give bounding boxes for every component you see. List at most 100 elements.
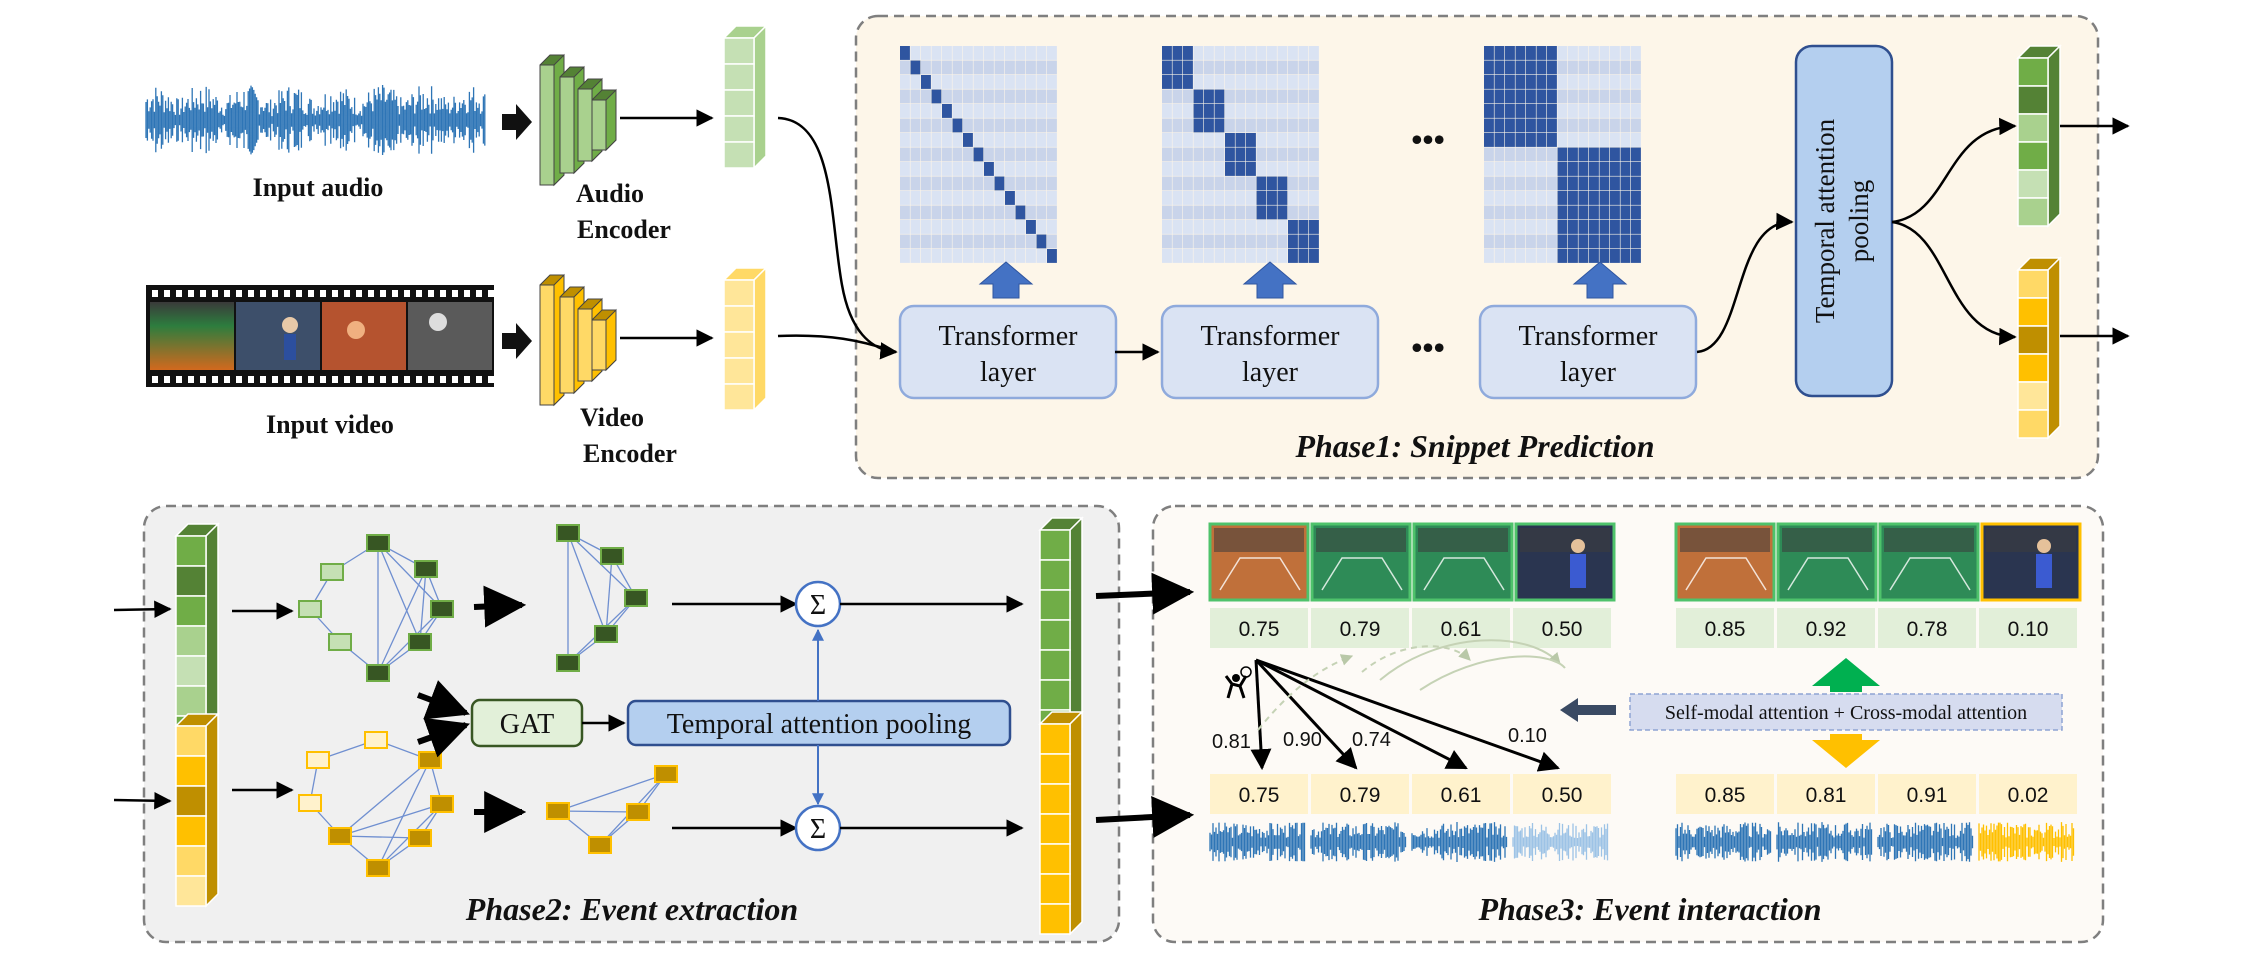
phase2-to-phase3-video-arrow [1095,796,1195,838]
right-video-score-value: 0.85 [1705,618,1746,641]
left-audio-score-value: 0.75 [1239,784,1280,807]
video-sum-symbol: Σ [810,814,826,845]
phase1-video-feature-column [722,266,768,412]
left-video-score-cell [1412,608,1510,648]
left-video-score-value: 0.75 [1239,618,1280,641]
video-graph-to-gat-arrow [416,717,470,758]
left-video-score-value: 0.61 [1441,618,1482,641]
right-audio-score-cell [1979,774,2077,814]
transformer-label: layer [1560,357,1617,388]
transformer-layer-2: Transformer layer [1160,304,1380,400]
matrix-up-arrow-1 [978,261,1034,299]
left-audio-wave-1 [1209,822,1306,862]
left-audio-score-cell [1412,774,1510,814]
phase2-video-output-column [1038,710,1084,936]
audio-graph-full [298,534,454,682]
attention-down-arrow [1812,734,1880,768]
attention-matrix-3 [1484,46,1641,263]
video-to-encoder-arrow [502,323,532,359]
phase1-audio-feature-column [722,24,768,170]
pooling-horizontal-label: Temporal attention pooling [667,709,971,740]
attention-up-arrow [1812,658,1880,692]
badminton-player-icon [1224,666,1252,699]
transformer-label: layer [980,357,1037,388]
attention-weight-4: 0.10 [1508,725,1547,747]
video-feature-to-transformer-curve [777,334,897,354]
gat-label: GAT [500,709,554,740]
pooling-to-video-curve [1891,220,2017,346]
pooling-vertical-label-2: pooling [1844,180,1874,263]
phase1-title: Phase1: Snippet Prediction [1294,428,1654,464]
left-audio-score-value: 0.61 [1441,784,1482,807]
right-video-score-cell [1777,608,1875,648]
right-audio-score-value: 0.85 [1705,784,1746,807]
phase2-video-input-column [174,712,220,908]
attention-weight-3: 0.74 [1352,729,1391,751]
right-audio-wave-3 [1877,822,1974,862]
pooling-to-audio-curve [1891,117,2017,224]
left-video-score-cell [1311,608,1409,648]
right-audio-score-value: 0.02 [2008,784,2049,807]
left-audio-score-cell [1513,774,1611,814]
phase2-audio-output-column [1038,516,1084,742]
transformer-label: Transformer [939,321,1079,352]
audio-to-encoder-arrow [502,104,532,140]
right-audio-wave-2 [1776,822,1873,862]
audio-waveform [145,85,486,155]
right-audio-wave-1 [1675,822,1772,862]
phase2-title: Phase2: Event extraction [465,891,798,927]
phase3-title: Phase3: Event interaction [1477,891,1821,927]
left-audio-wave-3 [1411,822,1508,862]
video-graph-pruned [546,765,678,854]
matrix-up-arrow-3 [1572,261,1628,299]
attention-box-left-arrow [1560,698,1616,722]
transformer-to-pooling-curve [1696,212,1794,354]
video-encoder-label-2: Encoder [583,439,677,468]
audio-graph-prune-arrow [473,585,527,628]
left-audio-score-cell [1210,774,1308,814]
pooling-vertical-label-1: Temporal attention [1810,118,1840,323]
attention-matrix-2 [1162,46,1319,263]
attention-matrix-1 [900,46,1057,263]
phase2-video-input-arrow [113,791,172,810]
phase2-audio-input-arrow [113,600,172,619]
transformer-label: layer [1242,357,1299,388]
phase1-video-output-column [2016,256,2062,440]
right-audio-wave-4 [1978,822,2075,862]
phase2-to-phase3-audio-arrow [1095,572,1195,615]
right-audio-score-value: 0.91 [1907,784,1948,807]
audio-encoder-label-1: Audio [576,179,644,208]
attention-box [1629,693,2063,731]
right-video-score-cell [1676,608,1774,648]
attention-box-label: Self-modal attention + Cross-modal atten… [1665,702,2027,724]
ellipsis-bottom: ••• [1411,329,1445,365]
input-video-label: Input video [266,410,394,439]
right-video-score-cell [1979,608,2077,648]
right-audio-score-cell [1777,774,1875,814]
attention-weight-1: 0.81 [1212,731,1251,753]
attention-weight-2: 0.90 [1283,729,1322,751]
phase1-audio-output-column [2016,44,2062,228]
audio-sum-symbol: Σ [810,590,826,621]
left-video-score-cell [1210,608,1308,648]
ellipsis-top: ••• [1411,121,1445,157]
input-audio-label: Input audio [253,173,384,202]
right-video-score-value: 0.78 [1907,618,1948,641]
left-audio-wave-4 [1512,823,1609,861]
matrix-up-arrow-2 [1242,261,1298,299]
right-audio-score-cell [1878,774,1976,814]
video-graph-full [298,731,454,877]
left-video-score-value: 0.50 [1542,618,1583,641]
video-filmstrip [146,285,494,387]
left-audio-score-value: 0.50 [1542,784,1583,807]
audio-graph-to-gat-arrow [416,680,470,720]
attention-links [1250,639,1566,772]
right-video-score-value: 0.10 [2008,618,2049,641]
video-encoder-icon [539,273,617,407]
transformer-layer-1: Transformer layer [898,304,1118,400]
right-video-score-cell [1878,608,1976,648]
left-audio-score-cell [1311,774,1409,814]
transformer-label: Transformer [1201,321,1341,352]
